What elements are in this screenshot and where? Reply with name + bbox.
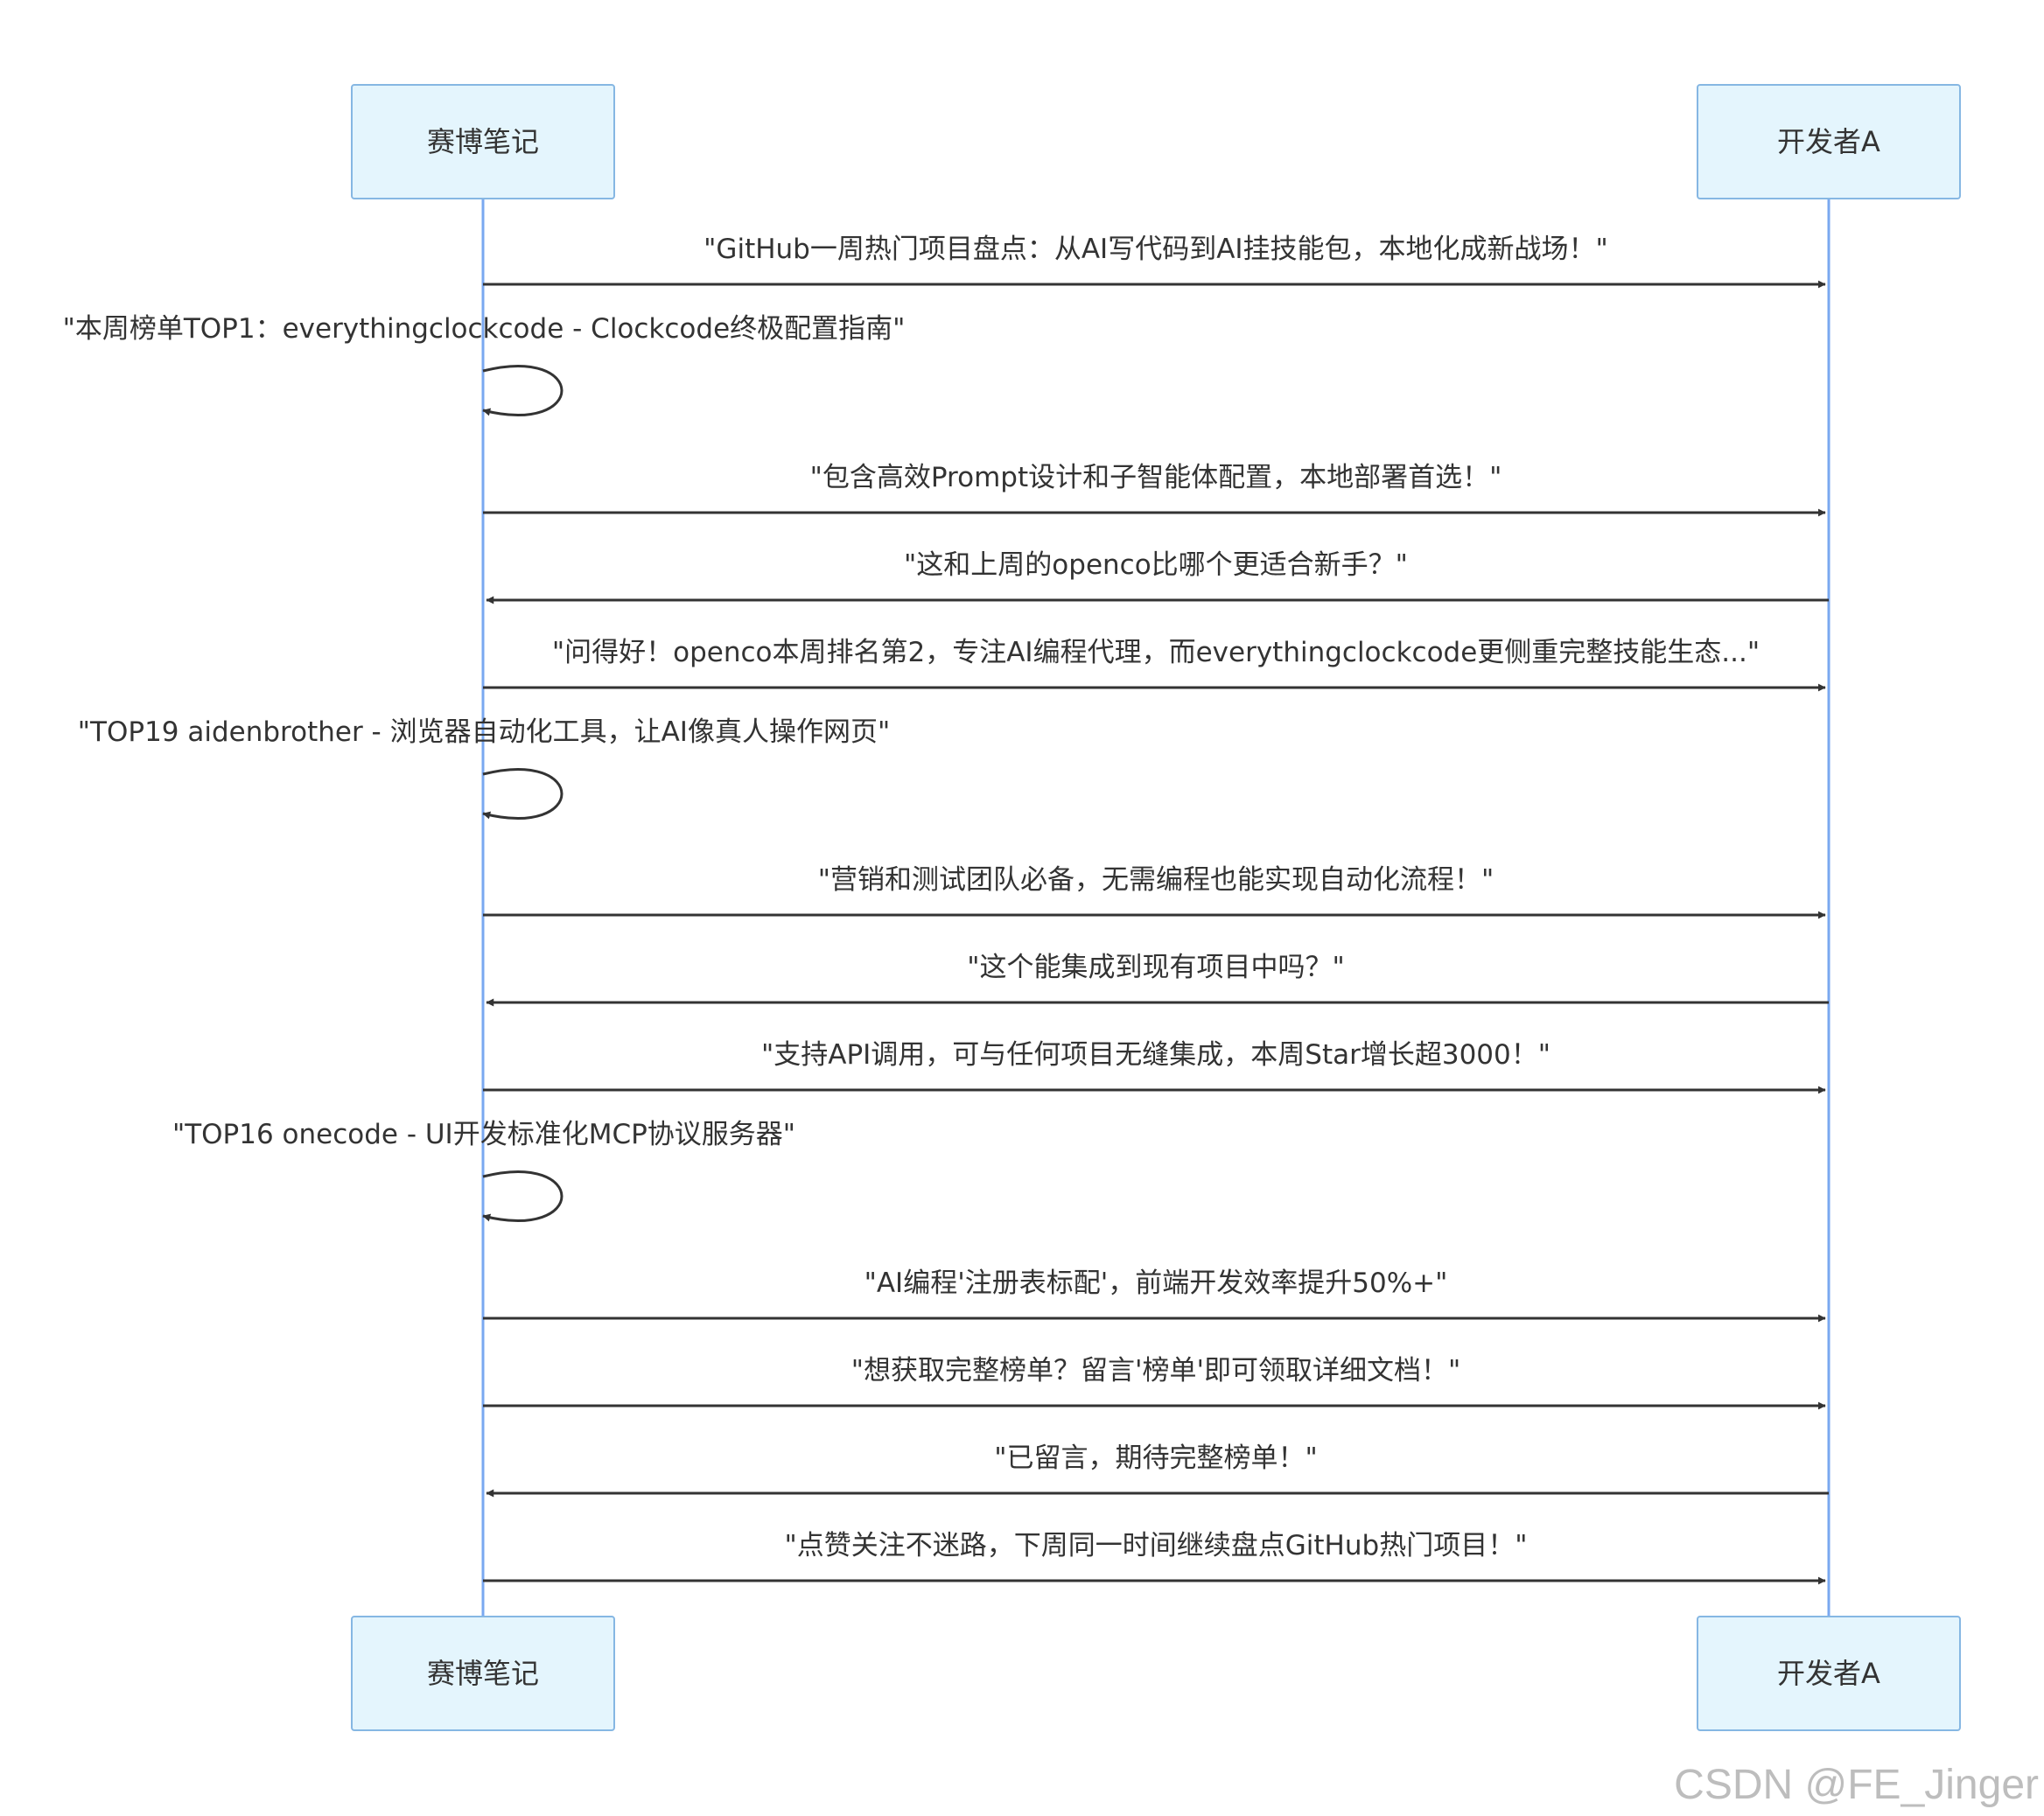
actor-box <box>1697 84 1961 199</box>
actor-label: 开发者A <box>1777 1657 1880 1690</box>
message-label: "支持API调用，可与任何项目无缝集成，本周Star增长超3000！" <box>761 1039 1550 1071</box>
self-message-label: "TOP19 aidenbrother - 浏览器自动化工具，让AI像真人操作网… <box>78 716 890 748</box>
message-5: "问得好！openco本周排名第2，专注AI编程代理，而everythingcl… <box>483 637 1826 692</box>
message-3: "包含高效Prompt设计和子智能体配置，本地部署首选！" <box>483 462 1826 517</box>
message-13: "已留言，期待完整榜单！" <box>486 1442 1829 1498</box>
self-message-label: "本周榜单TOP1：everythingclockcode - Clockcod… <box>63 313 906 345</box>
self-message-arrow <box>482 1170 564 1222</box>
actor-box <box>351 1616 615 1731</box>
message-label: "已留言，期待完整榜单！" <box>994 1442 1318 1474</box>
message-label: "想获取完整榜单？留言'榜单'即可领取详细文档！" <box>851 1355 1461 1386</box>
message-8: "这个能集成到现有项目中吗？" <box>486 952 1829 1007</box>
watermark: CSDN @FE_Jinger <box>1674 1762 2039 1808</box>
message-10: "TOP16 onecode - UI开发标准化MCP协议服务器" <box>172 1119 795 1222</box>
message-label: "AI编程'注册表标配'，前端开发效率提升50%+" <box>864 1268 1448 1299</box>
message-label: "营销和测试团队必备，无需编程也能实现自动化流程！" <box>818 864 1494 896</box>
self-message-label: "TOP16 onecode - UI开发标准化MCP协议服务器" <box>172 1119 795 1150</box>
actor-top-2: 开发者A <box>1697 84 1961 199</box>
message-label: "点赞关注不迷路，下周同一时间继续盘点GitHub热门项目！" <box>785 1530 1528 1561</box>
actor-label: 赛博笔记 <box>427 125 539 158</box>
message-12: "想获取完整榜单？留言'榜单'即可领取详细文档！" <box>483 1355 1826 1410</box>
message-1: "GitHub一周热门项目盘点：从AI写代码到AI挂技能包，本地化成新战场！" <box>483 234 1826 289</box>
message-2: "本周榜单TOP1：everythingclockcode - Clockcod… <box>63 313 906 416</box>
actor-bottom-2: 开发者A <box>1697 1616 1961 1731</box>
message-label: "GitHub一周热门项目盘点：从AI写代码到AI挂技能包，本地化成新战场！" <box>704 234 1608 265</box>
message-11: "AI编程'注册表标配'，前端开发效率提升50%+" <box>483 1268 1826 1323</box>
actor-label: 开发者A <box>1777 125 1880 158</box>
message-7: "营销和测试团队必备，无需编程也能实现自动化流程！" <box>483 864 1826 919</box>
actor-box <box>351 84 615 199</box>
actor-label: 赛博笔记 <box>427 1657 539 1690</box>
message-4: "这和上周的openco比哪个更适合新手？" <box>486 549 1829 604</box>
actor-top-1: 赛博笔记 <box>351 84 615 199</box>
message-14: "点赞关注不迷路，下周同一时间继续盘点GitHub热门项目！" <box>483 1530 1826 1585</box>
actor-box <box>1697 1616 1961 1731</box>
self-message-arrow <box>482 768 564 820</box>
self-message-arrow <box>482 365 564 416</box>
message-label: "这和上周的openco比哪个更适合新手？" <box>904 549 1408 581</box>
message-label: "问得好！openco本周排名第2，专注AI编程代理，而everythingcl… <box>552 637 1760 668</box>
message-label: "包含高效Prompt设计和子智能体配置，本地部署首选！" <box>810 462 1502 493</box>
message-9: "支持API调用，可与任何项目无缝集成，本周Star增长超3000！" <box>483 1039 1826 1094</box>
message-6: "TOP19 aidenbrother - 浏览器自动化工具，让AI像真人操作网… <box>78 716 890 820</box>
message-label: "这个能集成到现有项目中吗？" <box>967 952 1345 983</box>
actor-bottom-1: 赛博笔记 <box>351 1616 615 1731</box>
